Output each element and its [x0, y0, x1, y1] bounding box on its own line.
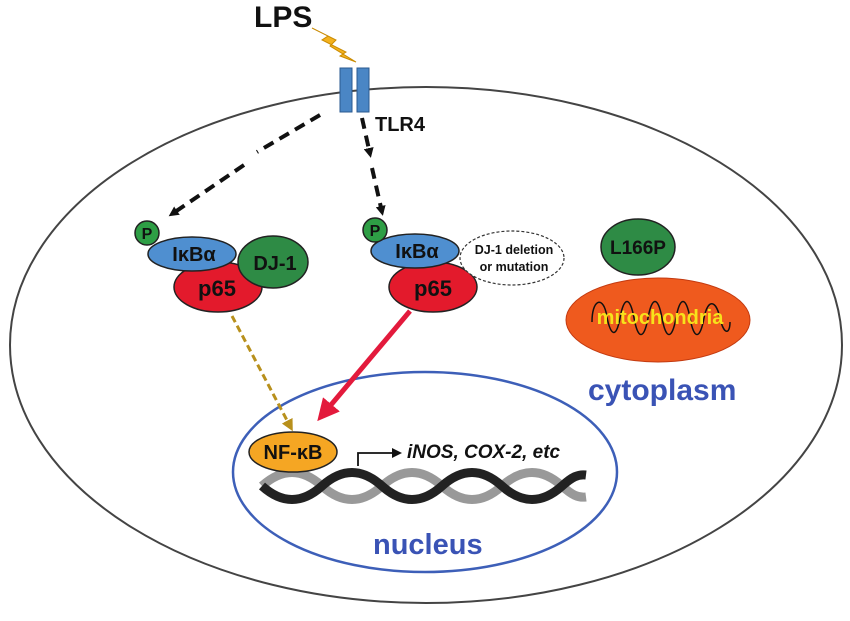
mitochondria: mitochondria [565, 277, 751, 363]
inhibited-arrow [230, 315, 293, 432]
ikba-right-shape [370, 233, 460, 269]
nucleus-label: nucleus [373, 529, 483, 561]
dashed-arrow-left-2 [168, 163, 246, 217]
transcription-arrow [357, 448, 402, 466]
mitochondria-cristae [591, 300, 731, 336]
ikba-left-shape [147, 236, 237, 272]
nucleus-membrane [231, 370, 619, 574]
dashed-arrow-right [360, 117, 374, 158]
ikba-left-label: IκBα [172, 244, 216, 266]
lps-label: LPS [254, 1, 312, 34]
phospho-left-label: P [142, 226, 153, 243]
dj1-note-shape [459, 230, 565, 286]
dj1-shape [237, 235, 309, 289]
target-genes-label: iNOS, COX-2, etc [407, 442, 561, 463]
nfkb-label: NF-κB [264, 442, 323, 464]
activation-arrow [317, 309, 412, 422]
phospho-right-shape [362, 217, 388, 243]
lps-lightning-icon [311, 27, 357, 63]
ikba-right-label: IκBα [395, 241, 439, 263]
dj1-note-line2: or mutation [480, 260, 549, 274]
dashed-arrow-right-2 [370, 167, 386, 216]
mitochondria-shape [565, 277, 751, 363]
left-complex: P IκBα DJ-1 p65 [134, 220, 309, 313]
p65-left-label: p65 [198, 276, 236, 301]
dna-helix [258, 468, 587, 504]
cell-membrane [9, 86, 843, 604]
right-complex: P IκBα p65 DJ-1 deletion or mutation [362, 217, 565, 313]
tlr4-label: TLR4 [375, 114, 426, 136]
p65-right-label: p65 [414, 276, 452, 301]
phospho-right-label: P [370, 223, 381, 240]
l166p-shape [600, 218, 676, 276]
mitochondria-label: mitochondria [597, 307, 725, 329]
phospho-left-shape [134, 220, 160, 246]
tlr4-receptor [339, 67, 370, 113]
dj1-label: DJ-1 [253, 253, 296, 275]
l166p-label: L166P [610, 238, 666, 259]
cytoplasm-label: cytoplasm [588, 374, 736, 407]
nfkb-shape [248, 431, 338, 473]
dj1-note-line1: DJ-1 deletion [475, 243, 554, 257]
dashed-arrow-left [255, 113, 322, 154]
